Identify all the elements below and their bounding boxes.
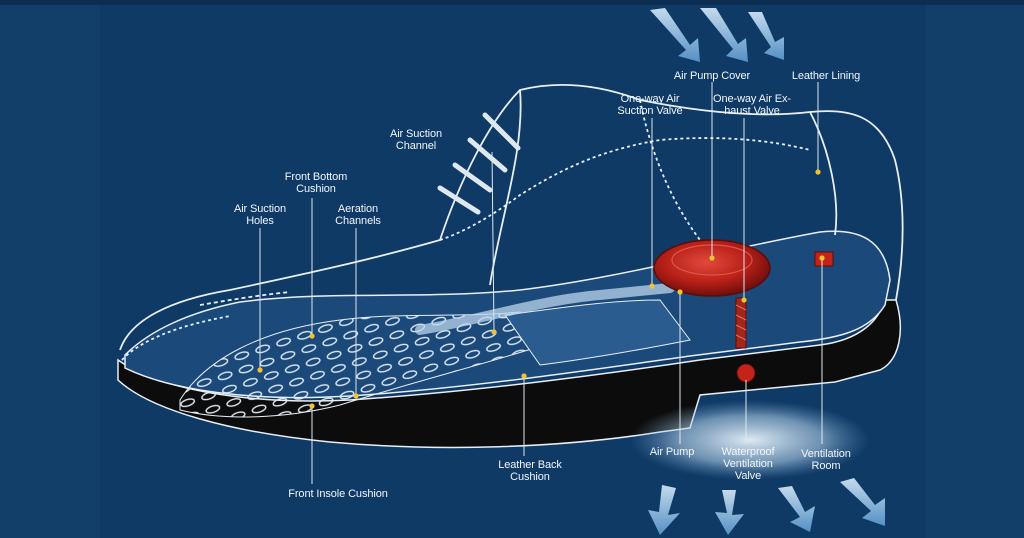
top-border (0, 0, 1024, 5)
label-one-way-air-suction-valve: One-way Air Suction Valve (617, 93, 683, 117)
label-leather-lining: Leather Lining (791, 70, 861, 82)
label-one-way-air-exhaust-valve: One-way Air Ex- haust Valve (713, 93, 791, 117)
label-ventilation-room: Ventilation Room (801, 448, 851, 472)
right-margin-band (926, 0, 1024, 538)
leader-dots (257, 169, 825, 409)
label-aeration-channels: Aeration Channels (335, 203, 381, 227)
label-leather-back-cushion: Leather Back Cushion (498, 459, 562, 483)
label-front-insole-cushion: Front Insole Cushion (288, 488, 388, 500)
heel-cushion-pad (504, 299, 691, 366)
label-waterproof-ventilation-valve: Waterproof Ventilation Valve (721, 446, 775, 482)
label-air-suction-channel: Air Suction Channel (389, 128, 443, 152)
label-air-pump: Air Pump (649, 446, 695, 458)
left-margin-band (0, 0, 100, 538)
outgoing-air-arrows (648, 478, 885, 535)
label-air-pump-cover: Air Pump Cover (673, 70, 751, 82)
air-suction-channel-tube (415, 283, 675, 335)
leader-lines (259, 82, 823, 484)
label-air-suction-holes: Air Suction Holes (233, 203, 287, 227)
shoe-laces (437, 112, 521, 215)
label-front-bottom-cushion: Front Bottom Cushion (284, 171, 348, 195)
incoming-air-arrows (650, 8, 784, 62)
shoe-upper (119, 83, 904, 361)
ventilation-mist (630, 400, 870, 480)
